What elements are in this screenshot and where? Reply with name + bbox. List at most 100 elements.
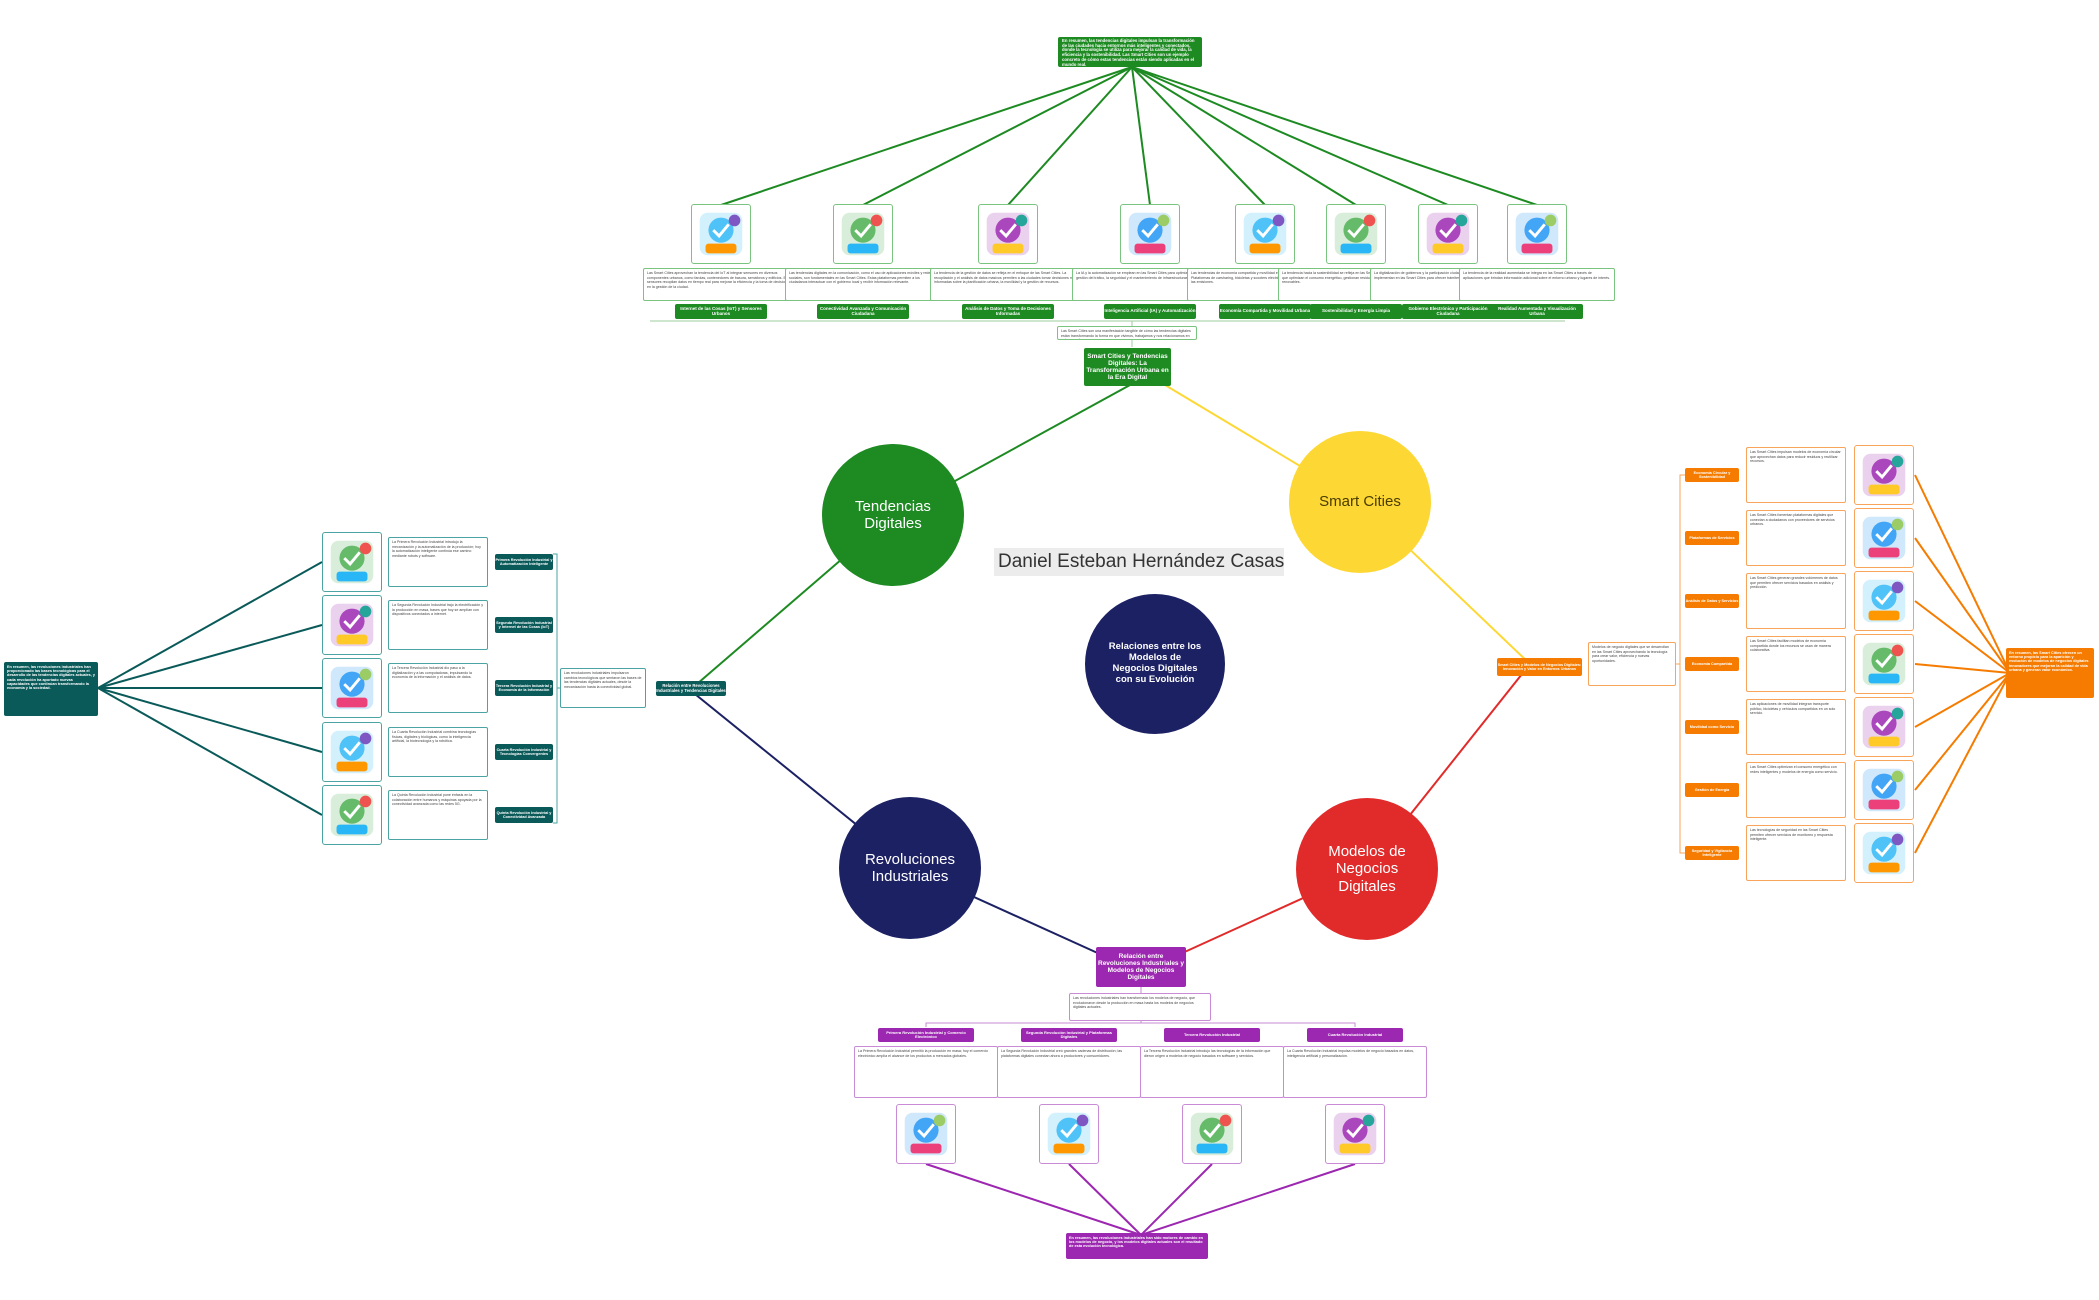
right-conclusion-link: [1914, 663, 2011, 674]
hub-revoluciones-label: Revoluciones Industriales: [864, 850, 956, 885]
right-item-note[interactable]: Las Smart Cities impulsan modelos de eco…: [1746, 447, 1846, 503]
left-item-note[interactable]: La Quinta Revolución Industrial pone énf…: [388, 790, 488, 840]
hub-modelos-negocios[interactable]: Modelos de Negocios Digitales: [1296, 798, 1438, 940]
recycling-truck-icon: [1854, 445, 1914, 505]
bottom-item-label[interactable]: Cuarta Revolución Industrial: [1307, 1028, 1403, 1042]
left-title[interactable]: Relación entre Revoluciones Industriales…: [656, 681, 726, 696]
top-conclusion-link: [1131, 66, 1357, 206]
hub-smart-cities[interactable]: Smart Cities: [1289, 431, 1431, 573]
right-conclusion-link: [1914, 537, 2011, 674]
top-conclusion[interactable]: En resumen, las tendencias digitales imp…: [1058, 37, 1202, 67]
top-item-note[interactable]: Las Smart Cities aprovechan la tendencia…: [643, 268, 799, 301]
left-conclusion-link: [97, 687, 323, 753]
left-item-label[interactable]: Quinta Revolución Industrial y Conectivi…: [495, 807, 553, 823]
shared-economy-icon: [1854, 634, 1914, 694]
left-conclusion[interactable]: En resumen, las revoluciones industriale…: [4, 662, 98, 716]
bottom-item-label[interactable]: Primera Revolución Industrial y Comercio…: [878, 1028, 974, 1042]
left-item-note[interactable]: La Cuarta Revolución Industrial combina …: [388, 727, 488, 777]
right-item-label[interactable]: Movilidad como Servicio: [1685, 720, 1739, 734]
left-conclusion-link: [97, 561, 323, 689]
bottom-item-note[interactable]: La Tercera Revolución Industrial introdu…: [1140, 1046, 1284, 1098]
top-conclusion-link: [1007, 66, 1133, 206]
right-conclusion[interactable]: En resumen, las Smart Cities ofrecen un …: [2006, 648, 2094, 698]
right-item-note[interactable]: Las Smart Cities fomentan plataformas di…: [1746, 510, 1846, 566]
left-item-label[interactable]: Segunda Revolución Industrial y Internet…: [495, 617, 553, 633]
right-item-note[interactable]: Las tecnologías de seguridad en las Smar…: [1746, 825, 1846, 881]
smart-home-user-icon: [691, 204, 751, 264]
left-item-note[interactable]: La Tercera Revolución Industrial dio pas…: [388, 663, 488, 713]
left-summary[interactable]: Las revoluciones industriales impulsaron…: [560, 668, 646, 708]
top-item-label[interactable]: Internet de las Cosas (IoT) y Sensores U…: [675, 304, 767, 319]
bottom-title[interactable]: Relación entre Revoluciones Industriales…: [1096, 947, 1186, 987]
5g-network-icon: [322, 785, 382, 845]
innovation-lightbulb-icon: [1325, 1104, 1385, 1164]
right-summary[interactable]: Modelos de negocio digitales que se desa…: [1588, 642, 1676, 686]
city-platform-icon: [1039, 1104, 1099, 1164]
hub-revoluciones-industriales[interactable]: Revoluciones Industriales: [839, 797, 981, 939]
right-conclusion-link: [1914, 672, 2011, 791]
right-item-note[interactable]: Las aplicaciones de movilidad integran t…: [1746, 699, 1846, 755]
central-topic[interactable]: Relaciones entre los Modelos de Negocios…: [1085, 594, 1225, 734]
left-conclusion-link: [97, 687, 323, 816]
augmented-reality-phone-icon: [1507, 204, 1567, 264]
biotech-convergence-icon: [322, 722, 382, 782]
right-item-label[interactable]: Plataformas de Servicios: [1685, 531, 1739, 545]
right-item-label[interactable]: Seguridad y Vigilancia Inteligente: [1685, 846, 1739, 860]
right-item-note[interactable]: Las Smart Cities optimizan el consumo en…: [1746, 762, 1846, 818]
service-platform-icon: [1854, 508, 1914, 568]
right-conclusion-link: [1914, 600, 2011, 674]
bottom-item-note[interactable]: La Segunda Revolución Industrial creó gr…: [997, 1046, 1141, 1098]
top-item-label[interactable]: Economía Compartida y Movilidad Urbana: [1219, 304, 1311, 319]
top-item-note[interactable]: Las tendencias digitales en la comunicac…: [785, 268, 941, 301]
hub-tendencias-label: Tendencias Digitales: [855, 497, 931, 532]
right-item-label[interactable]: Análisis de Datos y Servicios: [1685, 594, 1739, 608]
bottom-item-label[interactable]: Segunda Revolución Industrial y Platafor…: [1021, 1028, 1117, 1042]
hub-smart-label: Smart Cities: [1319, 493, 1401, 511]
top-item-label[interactable]: Gobierno Electrónico y Participación Ciu…: [1402, 304, 1494, 319]
right-item-note[interactable]: Las Smart Cities facilitan modelos de ec…: [1746, 636, 1846, 692]
bottom-conclusion[interactable]: En resumen, las revoluciones industriale…: [1066, 1233, 1208, 1259]
global-network-icon: [833, 204, 893, 264]
data-magnifier-icon: [1854, 571, 1914, 631]
collaboration-handshake-icon: [1182, 1104, 1242, 1164]
top-conclusion-link: [1131, 66, 1266, 206]
government-building-icon: [1418, 204, 1478, 264]
top-item-note[interactable]: La tendencia de la gestión de datos se r…: [930, 268, 1086, 301]
gear-automation-icon: [322, 532, 382, 592]
top-item-label[interactable]: Realidad Aumentada y Visualización Urban…: [1491, 304, 1583, 319]
hub-modelos-label: Modelos de Negocios Digitales: [1328, 843, 1406, 895]
left-conclusion-link: [97, 624, 323, 689]
right-item-label[interactable]: Economía Compartida: [1685, 657, 1739, 671]
top-title[interactable]: Smart Cities y Tendencias Digitales: La …: [1084, 348, 1171, 386]
left-item-label[interactable]: Cuarta Revolución Industrial y Tecnologí…: [495, 744, 553, 760]
top-item-label[interactable]: Sostenibilidad y Energía Limpia: [1310, 304, 1402, 319]
right-title[interactable]: Smart Cities y Modelos de Negocios Digit…: [1497, 658, 1582, 676]
data-analysis-icon: [322, 658, 382, 718]
top-item-label[interactable]: Conectividad Avanzada y Comunicación Ciu…: [817, 304, 909, 319]
top-conclusion-link: [1131, 66, 1538, 206]
left-item-label[interactable]: Tercera Revolución Industrial y Economía…: [495, 680, 553, 696]
right-item-label[interactable]: Gestión de Energía: [1685, 783, 1739, 797]
right-item-label[interactable]: Economía Circular y Sostenibilidad: [1685, 468, 1739, 482]
bottom-item-note[interactable]: La Primera Revolución Industrial permiti…: [854, 1046, 998, 1098]
right-item-note[interactable]: Las Smart Cities generan grandes volúmen…: [1746, 573, 1846, 629]
iot-connectivity-icon: [322, 595, 382, 655]
bottom-item-note[interactable]: La Cuarta Revolución Industrial impulsa …: [1283, 1046, 1427, 1098]
hub-tendencias-digitales[interactable]: Tendencias Digitales: [822, 444, 964, 586]
top-item-note[interactable]: La tendencia de la realidad aumentada se…: [1459, 268, 1615, 301]
top-item-label[interactable]: Análisis de Datos y Toma de Decisiones I…: [962, 304, 1054, 319]
bottom-item-label[interactable]: Tercera Revolución Industrial: [1164, 1028, 1260, 1042]
network-people-icon: [896, 1104, 956, 1164]
top-item-label[interactable]: Inteligencia Artificial (IA) y Automatiz…: [1104, 304, 1196, 319]
left-item-label[interactable]: Primera Revolución Industrial y Automati…: [495, 554, 553, 570]
left-item-note[interactable]: La Segunda Revolución Industrial trajo l…: [388, 600, 488, 650]
electric-scooter-icon: [1235, 204, 1295, 264]
right-conclusion-link: [1914, 672, 2011, 854]
top-conclusion-link: [1131, 66, 1151, 206]
bottom-conclusion-link: [1140, 1163, 1356, 1236]
bottom-summary[interactable]: Las revoluciones industriales han transf…: [1069, 993, 1211, 1021]
top-summary[interactable]: Las Smart Cities son una manifestación t…: [1057, 326, 1197, 340]
bottom-bracket: [925, 1022, 1356, 1027]
left-item-note[interactable]: La Primera Revolución Industrial introdu…: [388, 537, 488, 587]
bottom-conclusion-link: [1140, 1163, 1213, 1236]
